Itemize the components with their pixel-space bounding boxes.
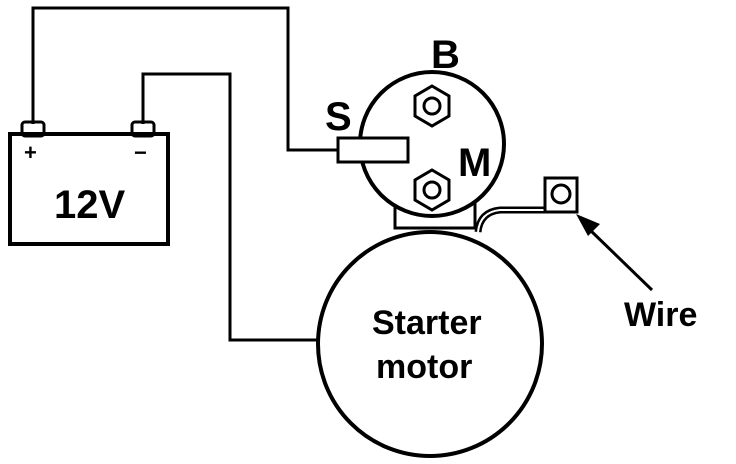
wire-positive-to-s xyxy=(31,6,338,152)
terminal-b-nut xyxy=(413,84,451,128)
terminal-m-bolt xyxy=(422,180,442,200)
ground-wire-strap-inner xyxy=(477,209,562,233)
motor-label-line1: Starter xyxy=(372,304,482,342)
terminal-s-tab xyxy=(336,136,410,164)
ground-terminal-bolt xyxy=(550,183,572,205)
battery-positive-post xyxy=(20,120,46,138)
battery-negative-label: − xyxy=(134,140,147,165)
terminal-s-label: S xyxy=(325,95,352,139)
battery-voltage-label: 12V xyxy=(54,183,125,227)
wire-leader-line xyxy=(586,226,654,292)
motor-label-line2: motor xyxy=(376,348,472,386)
terminal-b-bolt xyxy=(422,96,442,116)
terminal-m-label: M xyxy=(458,141,491,185)
terminal-b-label: B xyxy=(431,33,460,77)
starter-motor-body xyxy=(316,230,544,458)
wire-leader-arrowhead xyxy=(576,214,600,236)
wire-negative-to-motor xyxy=(141,72,320,342)
wire-label: Wire xyxy=(624,296,697,334)
battery-body xyxy=(8,132,170,246)
battery-positive-label: + xyxy=(24,140,37,165)
battery-negative-post xyxy=(130,120,156,138)
ground-terminal xyxy=(543,176,579,214)
terminal-m-nut xyxy=(413,168,451,212)
